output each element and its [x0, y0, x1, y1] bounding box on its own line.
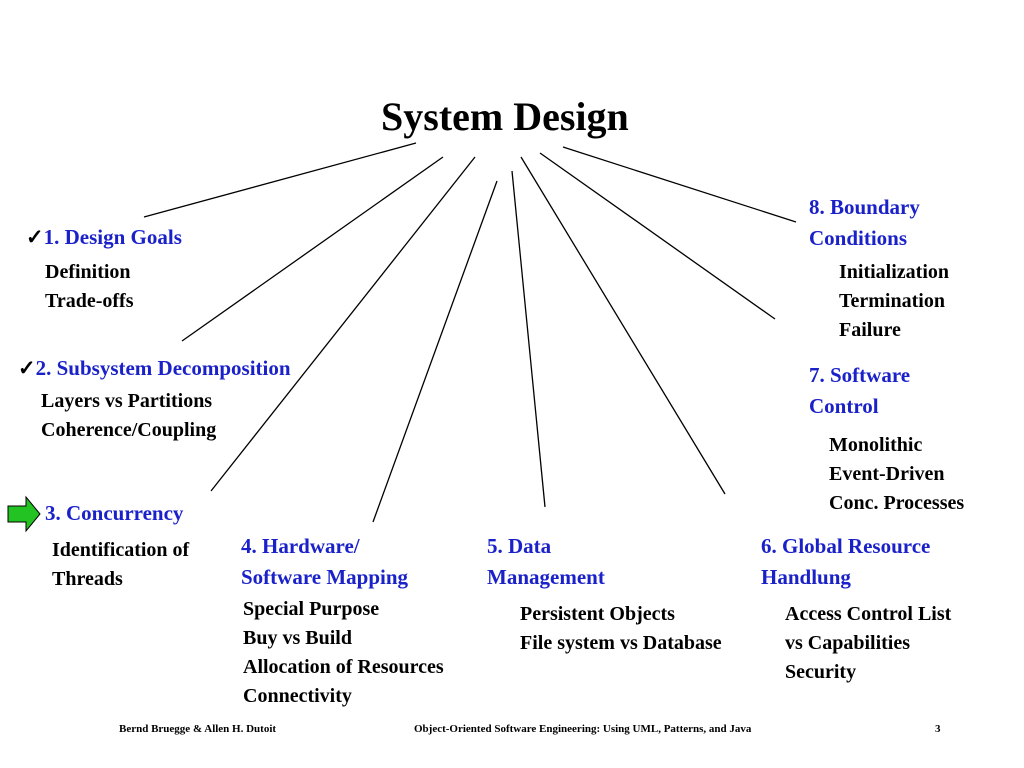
topic-label: 3. Concurrency	[45, 501, 184, 525]
list-item: Buy vs Build	[243, 627, 352, 649]
topic-label-line: Handlung	[761, 565, 851, 589]
list-item: Initialization	[839, 261, 950, 283]
topic-global-resource-handling: 6. Global Resource Handlung	[761, 531, 930, 593]
connector-line-8	[562, 146, 797, 223]
footer-page-number: 3	[935, 723, 941, 735]
topic-label-line: Management	[487, 565, 605, 589]
list-item: Coherence/Coupling	[41, 419, 217, 441]
list-item: Monolithic	[829, 434, 923, 456]
topic-hardware-software-mapping-items: Special Purpose Buy vs Build Allocation …	[243, 595, 444, 711]
topic-data-management: 5. Data Management	[487, 531, 605, 593]
topic-label-line: Conditions	[809, 226, 908, 250]
list-item: Layers vs Partitions	[41, 390, 213, 412]
list-item: Security	[785, 661, 857, 683]
list-item: Conc. Processes	[829, 492, 965, 514]
list-item: Definition	[45, 261, 131, 283]
current-topic-arrow-icon	[7, 495, 41, 533]
list-item: File system vs Database	[520, 632, 722, 654]
list-item: Connectivity	[243, 685, 352, 707]
connector-line-2	[181, 156, 444, 342]
topic-global-resource-handling-items: Access Control List vs Capabilities Secu…	[785, 600, 951, 687]
topic-label-line: Software Mapping	[241, 565, 409, 589]
topic-software-control-items: Monolithic Event-Driven Conc. Processes	[829, 431, 964, 518]
connector-line-6	[520, 156, 726, 495]
check-mark-icon: ✓	[26, 225, 44, 249]
connector-line-3	[210, 156, 476, 492]
topic-label-line: 6. Global Resource	[761, 534, 931, 558]
list-item: Termination	[839, 290, 945, 312]
topic-boundary-conditions-items: Initialization Termination Failure	[839, 258, 949, 345]
list-item: Special Purpose	[243, 598, 380, 620]
topic-label-line: Control	[809, 394, 879, 418]
topic-hardware-software-mapping: 4. Hardware/ Software Mapping	[241, 531, 408, 593]
list-item: Threads	[52, 568, 123, 590]
check-mark-icon: ✓	[18, 356, 36, 380]
topic-concurrency: 3. Concurrency	[45, 498, 183, 529]
topic-design-goals: ✓1. Design Goals	[26, 222, 182, 253]
connector-line-1	[143, 142, 417, 218]
topic-label-line: 4. Hardware/	[241, 534, 360, 558]
page-title: System Design	[381, 94, 629, 139]
list-item: Trade-offs	[45, 290, 134, 312]
connector-line-7	[539, 152, 776, 320]
topic-label-line: 7. Software	[809, 363, 911, 387]
topic-label: 1. Design Goals	[43, 225, 182, 249]
topic-software-control: 7. Software Control	[809, 360, 910, 422]
topic-label: 2. Subsystem Decomposition	[35, 356, 291, 380]
topic-label-line: 5. Data	[487, 534, 552, 558]
footer-book-title: Object-Oriented Software Engineering: Us…	[414, 723, 752, 735]
topic-subsystem-decomposition-items: Layers vs Partitions Coherence/Coupling	[41, 387, 216, 445]
list-item: vs Capabilities	[785, 632, 911, 654]
list-item: Persistent Objects	[520, 603, 675, 625]
topic-concurrency-items: Identification of Threads	[52, 536, 189, 594]
list-item: Event-Driven	[829, 463, 945, 485]
list-item: Identification of	[52, 539, 190, 561]
footer-authors: Bernd Bruegge & Allen H. Dutoit	[119, 723, 277, 735]
connector-line-5	[511, 170, 546, 508]
list-item: Allocation of Resources	[243, 656, 444, 678]
topic-subsystem-decomposition: ✓2. Subsystem Decomposition	[18, 353, 291, 384]
topic-design-goals-items: Definition Trade-offs	[45, 258, 134, 316]
topic-data-management-items: Persistent Objects File system vs Databa…	[520, 600, 722, 658]
list-item: Failure	[839, 319, 901, 341]
topic-label-line: 8. Boundary	[809, 195, 920, 219]
topic-boundary-conditions: 8. Boundary Conditions	[809, 192, 920, 254]
list-item: Access Control List	[785, 603, 952, 625]
connector-line-4	[372, 180, 498, 523]
